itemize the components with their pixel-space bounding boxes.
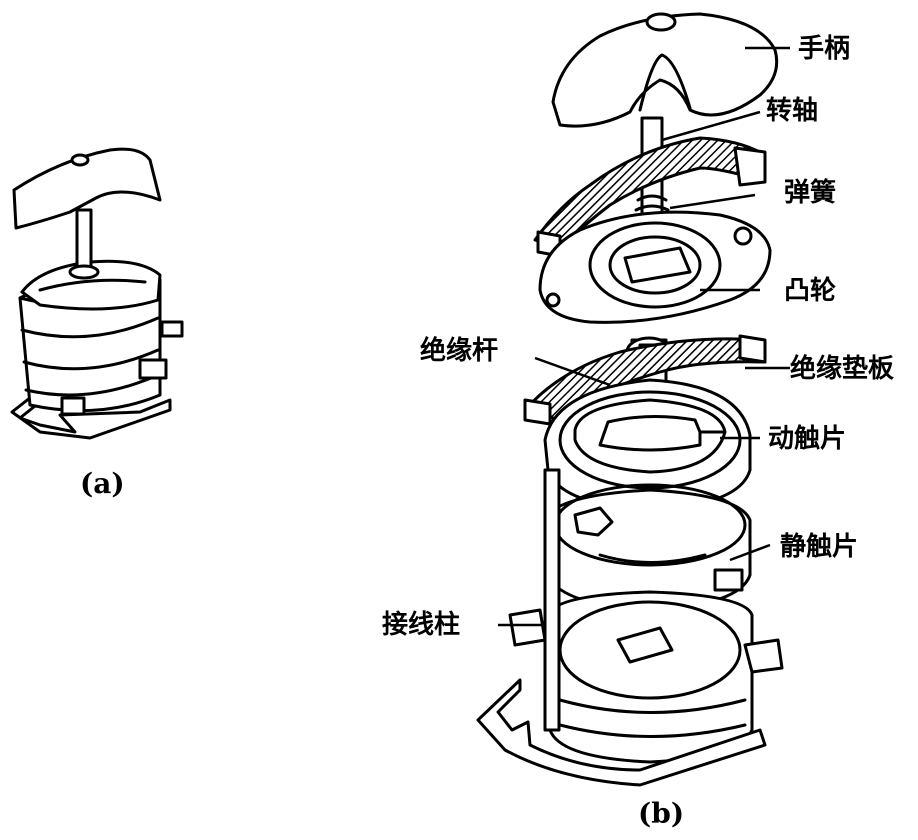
switch-a-terminal-front <box>138 358 168 380</box>
label-insulating-pad: 绝缘垫板 <box>790 354 895 384</box>
cam-part <box>623 246 692 284</box>
label-terminal: 接线柱 <box>382 610 461 640</box>
switch-a-shaft <box>75 208 93 274</box>
switch-a-terminal-right <box>160 320 184 338</box>
leader-static-contact <box>729 543 771 562</box>
leader-shaft <box>661 110 761 142</box>
label-cam: 凸轮 <box>784 276 837 306</box>
label-handle: 手柄 <box>798 34 851 64</box>
label-insulating-rod: 绝缘杆 <box>420 336 499 366</box>
base-plate-part <box>476 678 767 787</box>
static-contact-part <box>573 506 614 537</box>
contact-layer-3 <box>546 590 754 764</box>
switch-a-top-cap <box>20 259 162 311</box>
label-spring: 弹簧 <box>784 178 837 208</box>
label-shaft: 转轴 <box>766 96 819 126</box>
handle-part <box>551 12 779 128</box>
assembled-switch-a <box>10 147 184 440</box>
moving-contact-part <box>573 398 727 474</box>
terminal-post-part <box>543 468 561 732</box>
label-moving-contact: 动触片 <box>768 424 847 454</box>
leader-spring <box>669 193 756 210</box>
leader-lines <box>498 46 790 627</box>
exploded-switch-b <box>476 12 784 787</box>
switch-a-terminal-bottom <box>60 396 86 416</box>
caption-b: (b) <box>638 797 685 830</box>
leader-insulating-rod <box>534 356 611 387</box>
caption-a: (a) <box>80 467 125 500</box>
label-static-contact: 静触片 <box>780 532 859 562</box>
